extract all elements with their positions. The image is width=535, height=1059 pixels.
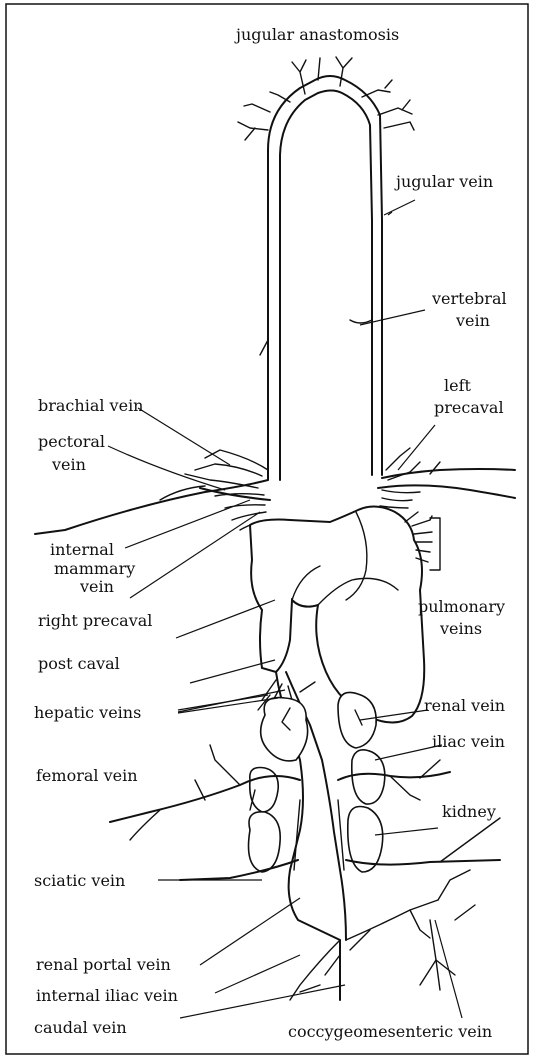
label-jugular-anastomosis: jugular anastomosis [234, 25, 399, 44]
label-left-precaval-line1: left [444, 376, 472, 395]
label-caudal-vein: caudal vein [34, 1018, 127, 1037]
label-sciatic-vein: sciatic vein [34, 871, 125, 890]
label-coccygeomesenteric-vein: coccygeomesenteric vein [288, 1022, 492, 1041]
label-kidney: kidney [442, 802, 496, 821]
label-internal-mammary-line1: internal [50, 540, 114, 559]
label-pulmonary-veins-line1: pulmonary [418, 597, 505, 616]
label-internal-iliac-vein: internal iliac vein [36, 986, 178, 1005]
jugular-veins [238, 57, 414, 480]
label-femoral-vein: femoral vein [36, 766, 138, 785]
label-brachial-vein: brachial vein [38, 396, 143, 415]
label-renal-vein: renal vein [424, 696, 505, 715]
label-left-precaval-line2: precaval [434, 398, 504, 417]
label-internal-mammary-line3: vein [79, 577, 114, 596]
label-pectoral-vein-line1: pectoral [38, 432, 105, 451]
label-iliac-vein: iliac vein [432, 732, 505, 751]
label-right-precaval: right precaval [38, 611, 152, 630]
label-pectoral-vein-line2: vein [51, 455, 86, 474]
label-pulmonary-veins-line2: veins [439, 619, 482, 638]
label-jugular-vein: jugular vein [394, 172, 493, 191]
label-vertebral-vein-line1: vertebral [431, 289, 507, 308]
label-internal-mammary-line2: mammary [54, 559, 135, 578]
label-post-caval: post caval [38, 654, 120, 673]
label-hepatic-veins: hepatic veins [34, 703, 141, 722]
label-vertebral-vein-line2: vein [455, 311, 490, 330]
label-renal-portal-vein: renal portal vein [36, 955, 171, 974]
